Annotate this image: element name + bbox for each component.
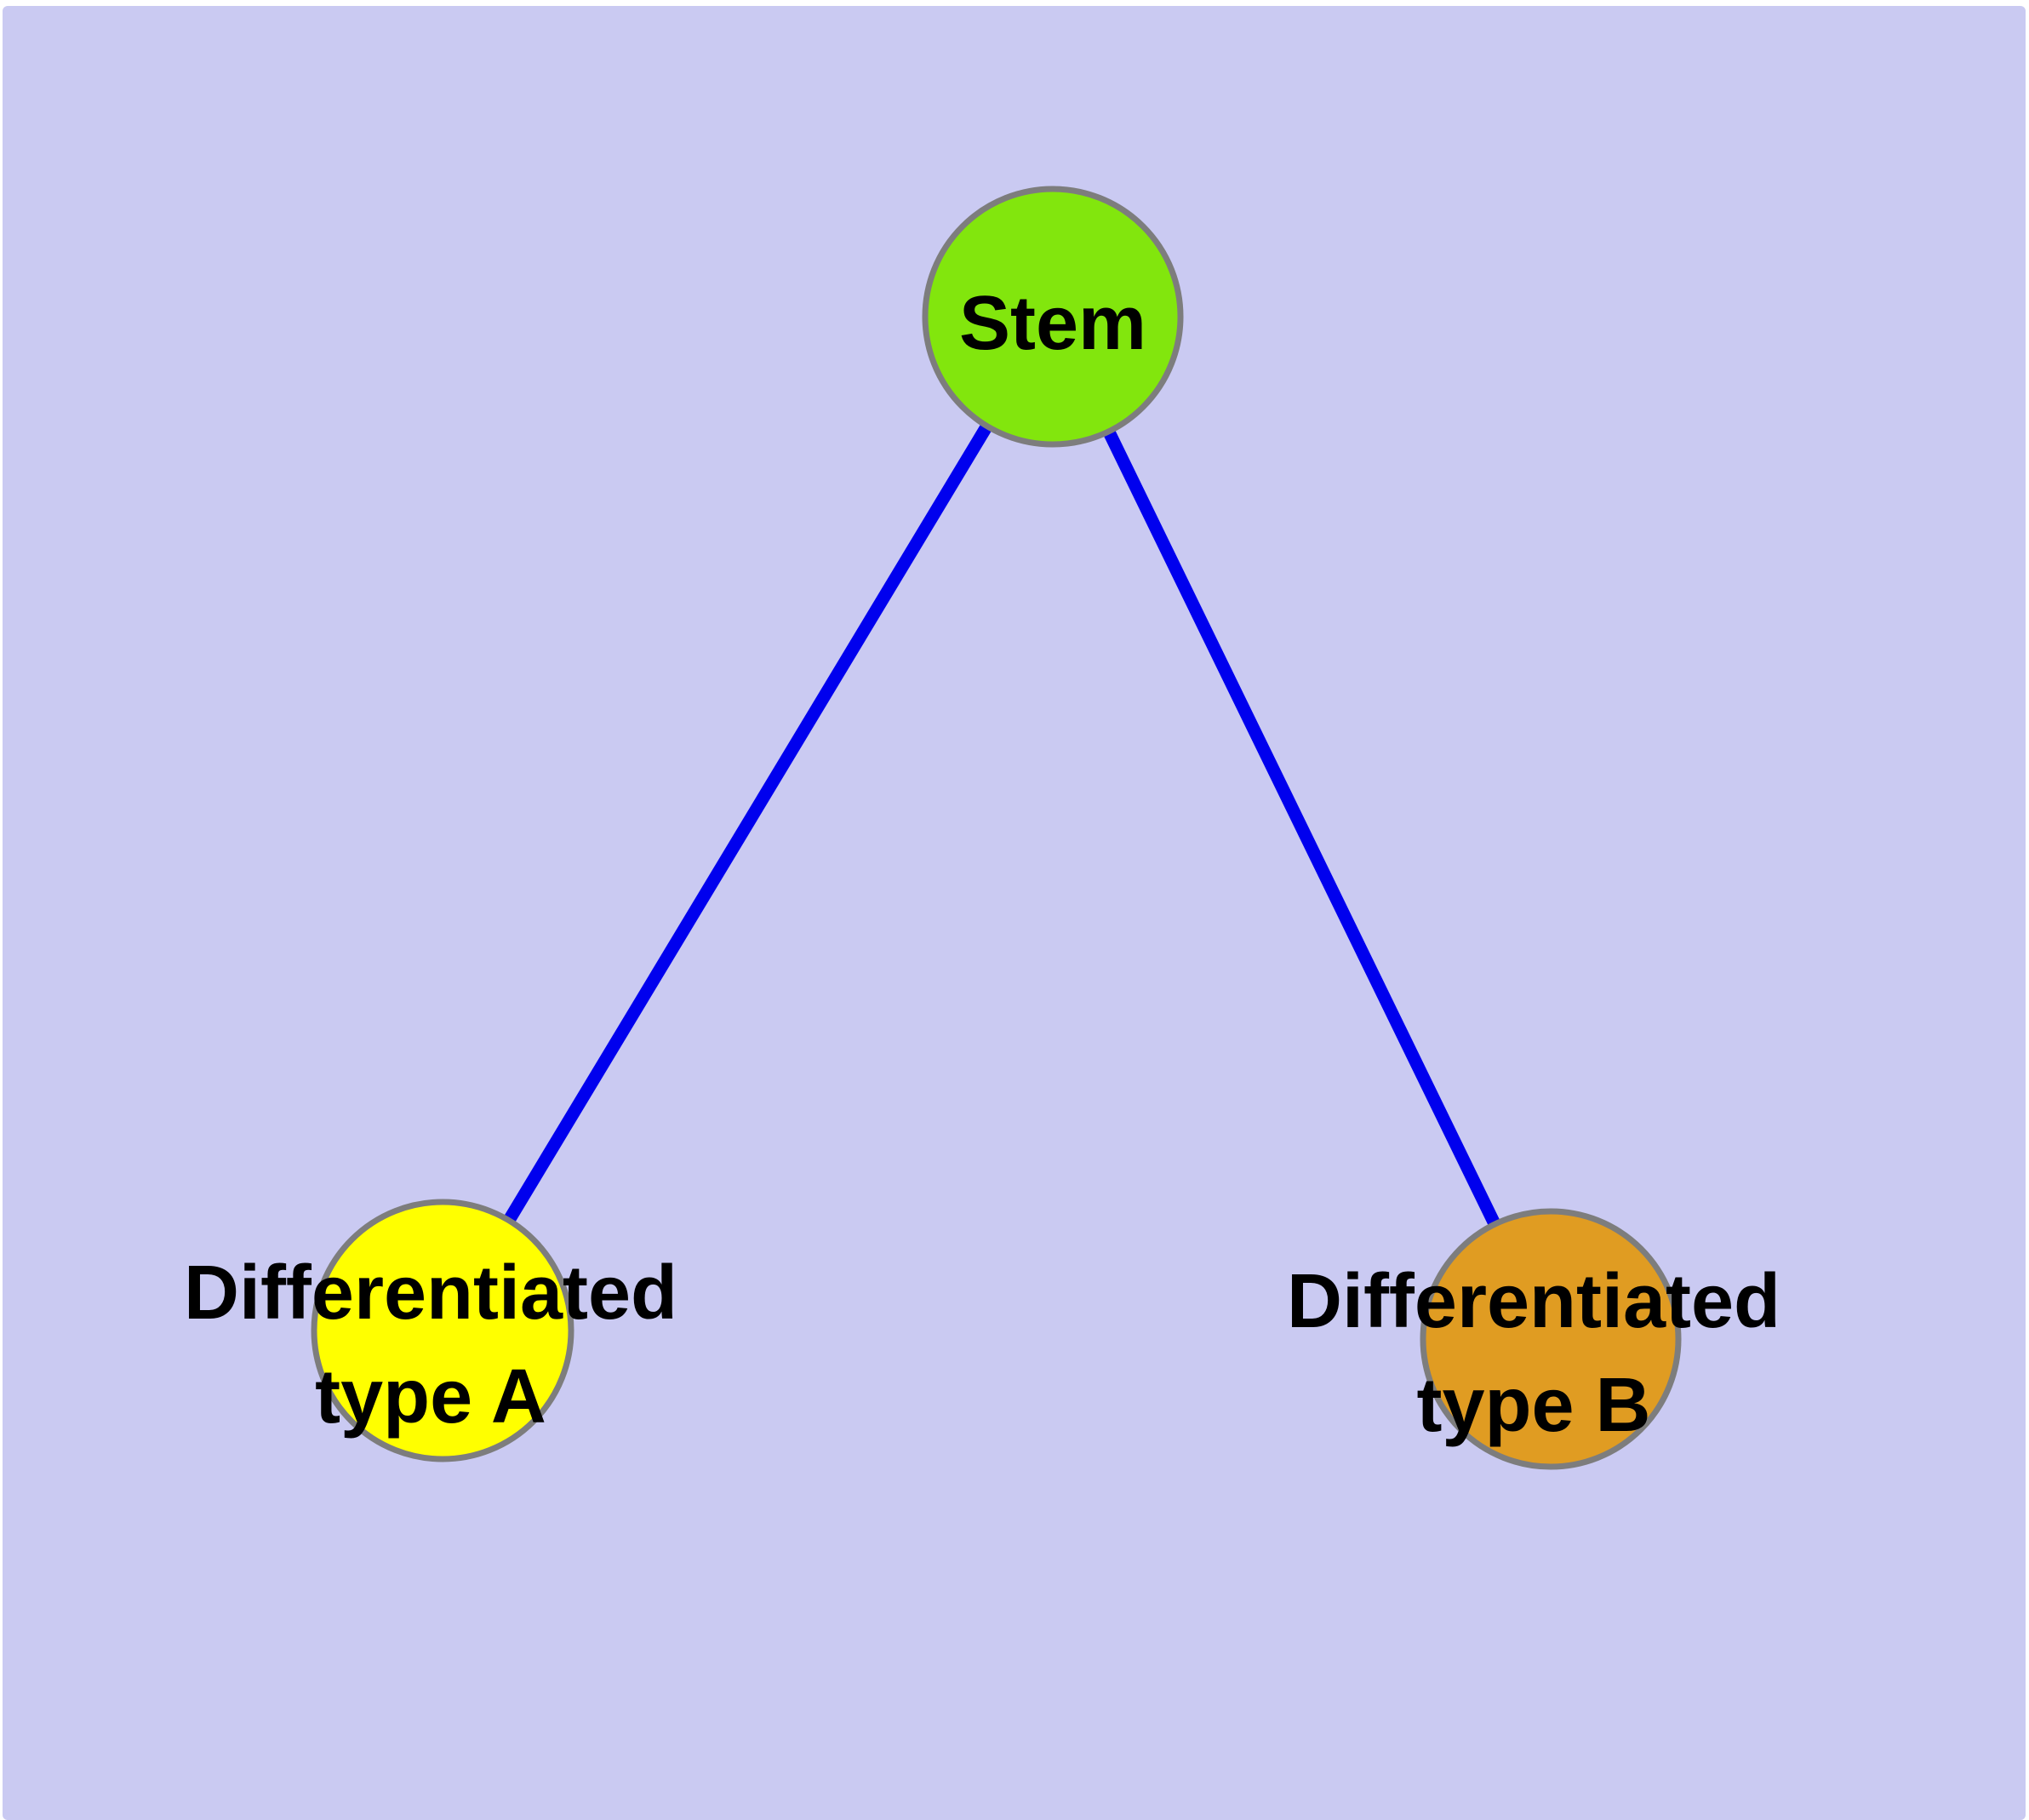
edge-stem-to-type-b <box>1047 313 1557 1342</box>
label-stem: Stem <box>959 281 1146 366</box>
edge-layer <box>437 313 1557 1342</box>
node-layer <box>311 186 1682 1470</box>
label-type-a-line1: Differentiated <box>184 1251 677 1336</box>
label-layer: Stem Differentiated type A Differentiate… <box>184 281 1780 1448</box>
node-differentiated-type-a <box>311 1199 574 1462</box>
edge-stem-to-type-a <box>437 313 1059 1334</box>
label-type-b-line2: type B <box>1416 1363 1650 1448</box>
label-type-a-line2: type A <box>315 1354 546 1439</box>
node-differentiated-type-b <box>1420 1208 1682 1470</box>
node-stem <box>922 186 1184 448</box>
label-type-b-line1: Differentiated <box>1287 1259 1780 1344</box>
